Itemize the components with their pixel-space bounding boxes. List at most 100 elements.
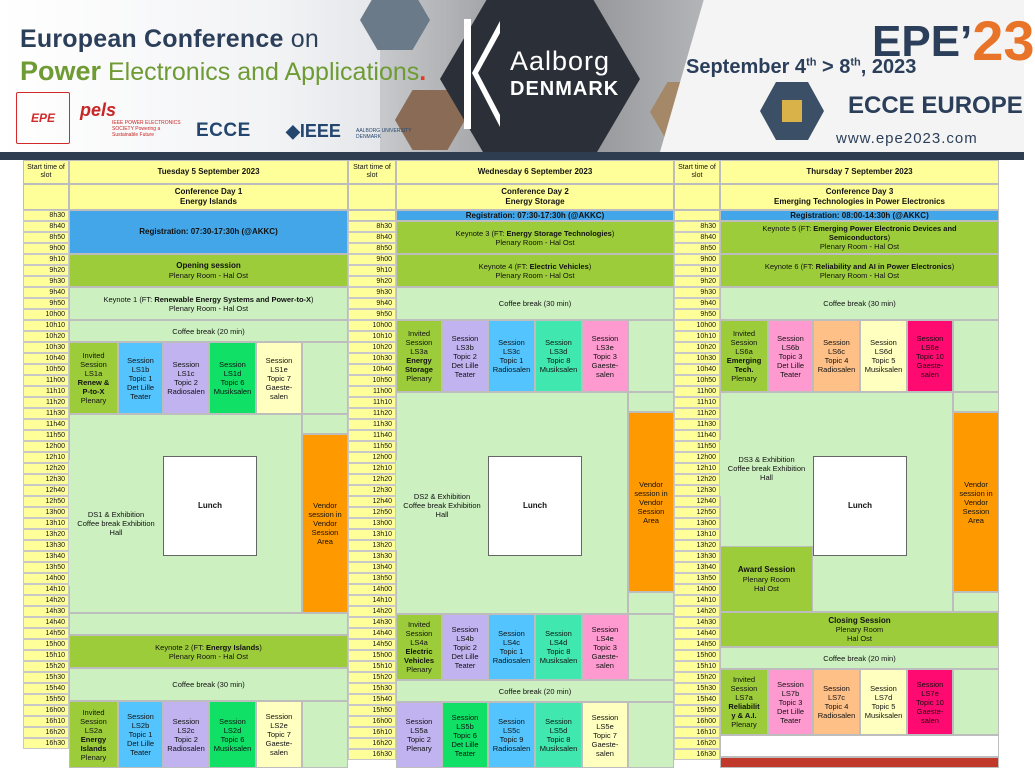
city-name: Aalborg — [510, 46, 611, 76]
time-slot-3: 9h20 — [674, 276, 720, 287]
time-slot-3: 11h20 — [674, 408, 720, 419]
time-slot-1: 13h50 — [23, 562, 69, 573]
time-slot-1: 10h10 — [23, 320, 69, 331]
time-slot-1: 16h00 — [23, 705, 69, 716]
time-slot-1: 13h40 — [23, 551, 69, 562]
time-slot-2: 15h10 — [348, 661, 396, 672]
day2-keynote4[interactable]: Keynote 4 (FT: Electric Vehicles)Plenary… — [396, 254, 674, 287]
time-slot-1: 11h10 — [23, 386, 69, 397]
day2-ds-exhibition[interactable]: DS2 & Exhibition Coffee break Exhibition… — [396, 460, 488, 550]
banner-right-panel — [660, 0, 1024, 152]
day1-keynote1[interactable]: Keynote 1 (FT: Renewable Energy Systems … — [69, 287, 348, 320]
time-slot-1: 9h00 — [23, 243, 69, 254]
time-slot-2: 10h40 — [348, 364, 396, 375]
website-link[interactable]: www.epe2023.com — [836, 130, 978, 147]
day2-vendor-session[interactable]: Vendor session in Vendor Session Area — [628, 412, 674, 592]
time-slot-1: 14h00 — [23, 573, 69, 584]
time-slot-3: 8h50 — [674, 243, 720, 254]
day2-date-header: Wednesday 6 September 2023 — [396, 160, 674, 184]
time-slot-2: 15h50 — [348, 705, 396, 716]
ecce-logo: ECCE — [196, 120, 251, 141]
time-slot-2: 15h40 — [348, 694, 396, 705]
time-slot-1: 11h00 — [23, 375, 69, 386]
time-slot-2: 13h40 — [348, 562, 396, 573]
time-slot-2: 9h50 — [348, 309, 396, 320]
day3-keynote5[interactable]: Keynote 5 (FT: Emerging Power Electronic… — [720, 221, 999, 254]
time-slot-1: 9h10 — [23, 254, 69, 265]
time-slot-1: 13h30 — [23, 540, 69, 551]
day2-keynote3[interactable]: Keynote 3 (FT: Energy Storage Technologi… — [396, 221, 674, 254]
time-slot-3: 14h00 — [674, 584, 720, 595]
day1-lunch[interactable]: Lunch — [163, 456, 257, 556]
day1-ds-exhibition[interactable]: DS1 & Exhibition Coffee break Exhibition… — [69, 460, 163, 586]
day3-ds-exhibition[interactable]: DS3 & Exhibition Coffee break Exhibition… — [720, 440, 813, 496]
time-slot-3: 13h20 — [674, 540, 720, 551]
day1-coffee-break2: Coffee break (30 min) — [69, 668, 348, 701]
day1-keynote2[interactable]: Keynote 2 (FT: Energy Islands)Plenary Ro… — [69, 635, 348, 668]
day3-empty-rows — [720, 735, 999, 757]
pels-logo-subtitle: IEEE POWER ELECTRONICS SOCIETY Powering … — [112, 120, 181, 138]
time-slot-2: 11h30 — [348, 419, 396, 430]
time-slot-3: 11h50 — [674, 441, 720, 452]
day3-registration: Registration: 08:00-14:30h (@AKKC) — [720, 210, 999, 221]
time-slot-3: 11h10 — [674, 397, 720, 408]
time-slot-1: 15h10 — [23, 650, 69, 661]
day1-registration: Registration: 07:30-17:30h (@AKKC) — [69, 210, 348, 254]
day3-vendor-session[interactable]: Vendor session in Vendor Session Area — [953, 412, 999, 592]
conference-dates: September 4th > 8th, 2023 — [686, 56, 917, 78]
time-slot-3: 16h30 — [674, 749, 720, 760]
time-slot-1: 10h40 — [23, 353, 69, 364]
day2-lunch[interactable]: Lunch — [488, 456, 582, 556]
banner-title-line2: Power Electronics and Applications. — [20, 56, 427, 86]
day1-vendor-session[interactable]: Vendor session in Vendor Session Area — [302, 434, 348, 613]
day3-lunch[interactable]: Lunch — [813, 456, 907, 556]
banner-title-line1: European Conference on — [20, 25, 319, 53]
time-slot-2: 12h20 — [348, 474, 396, 485]
day3-keynote6[interactable]: Keynote 6 (FT: Reliability and AI in Pow… — [720, 254, 999, 287]
day3-coffee-break2: Coffee break (20 min) — [720, 647, 999, 669]
time-slot-2: 9h20 — [348, 276, 396, 287]
time-slot-1: 14h10 — [23, 584, 69, 595]
time-slot-2: 13h00 — [348, 518, 396, 529]
time-slot-2: 16h30 — [348, 749, 396, 760]
